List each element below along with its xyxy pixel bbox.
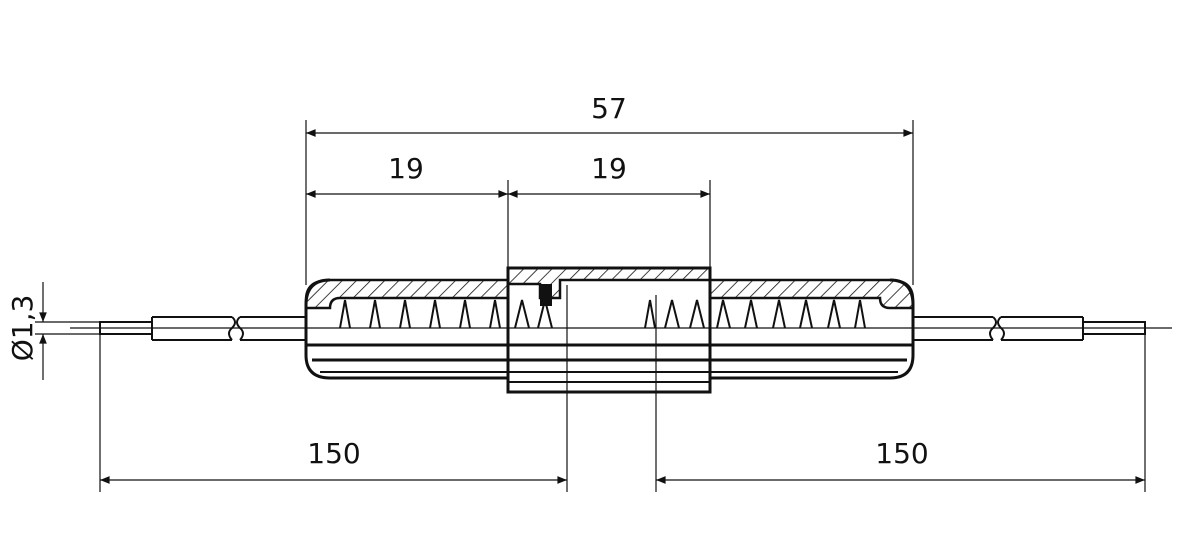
dim-diameter: Ø1,3	[6, 282, 100, 380]
dim-right-lead-length: 150	[875, 437, 928, 470]
left-housing	[304, 278, 553, 380]
dim-left-body-length: 19	[388, 152, 424, 185]
dim-lead-diameter: Ø1,3	[6, 295, 39, 362]
dim-center-sleeve-length: 19	[591, 152, 627, 185]
extension-lines	[99, 120, 1146, 492]
right-housing	[644, 278, 915, 380]
dim-overall-length: 57	[591, 92, 627, 125]
left-lead-wire	[99, 316, 306, 341]
dim-left-lead-length: 150	[307, 437, 360, 470]
right-lead-wire	[913, 316, 1146, 341]
center-sleeve	[506, 266, 712, 394]
